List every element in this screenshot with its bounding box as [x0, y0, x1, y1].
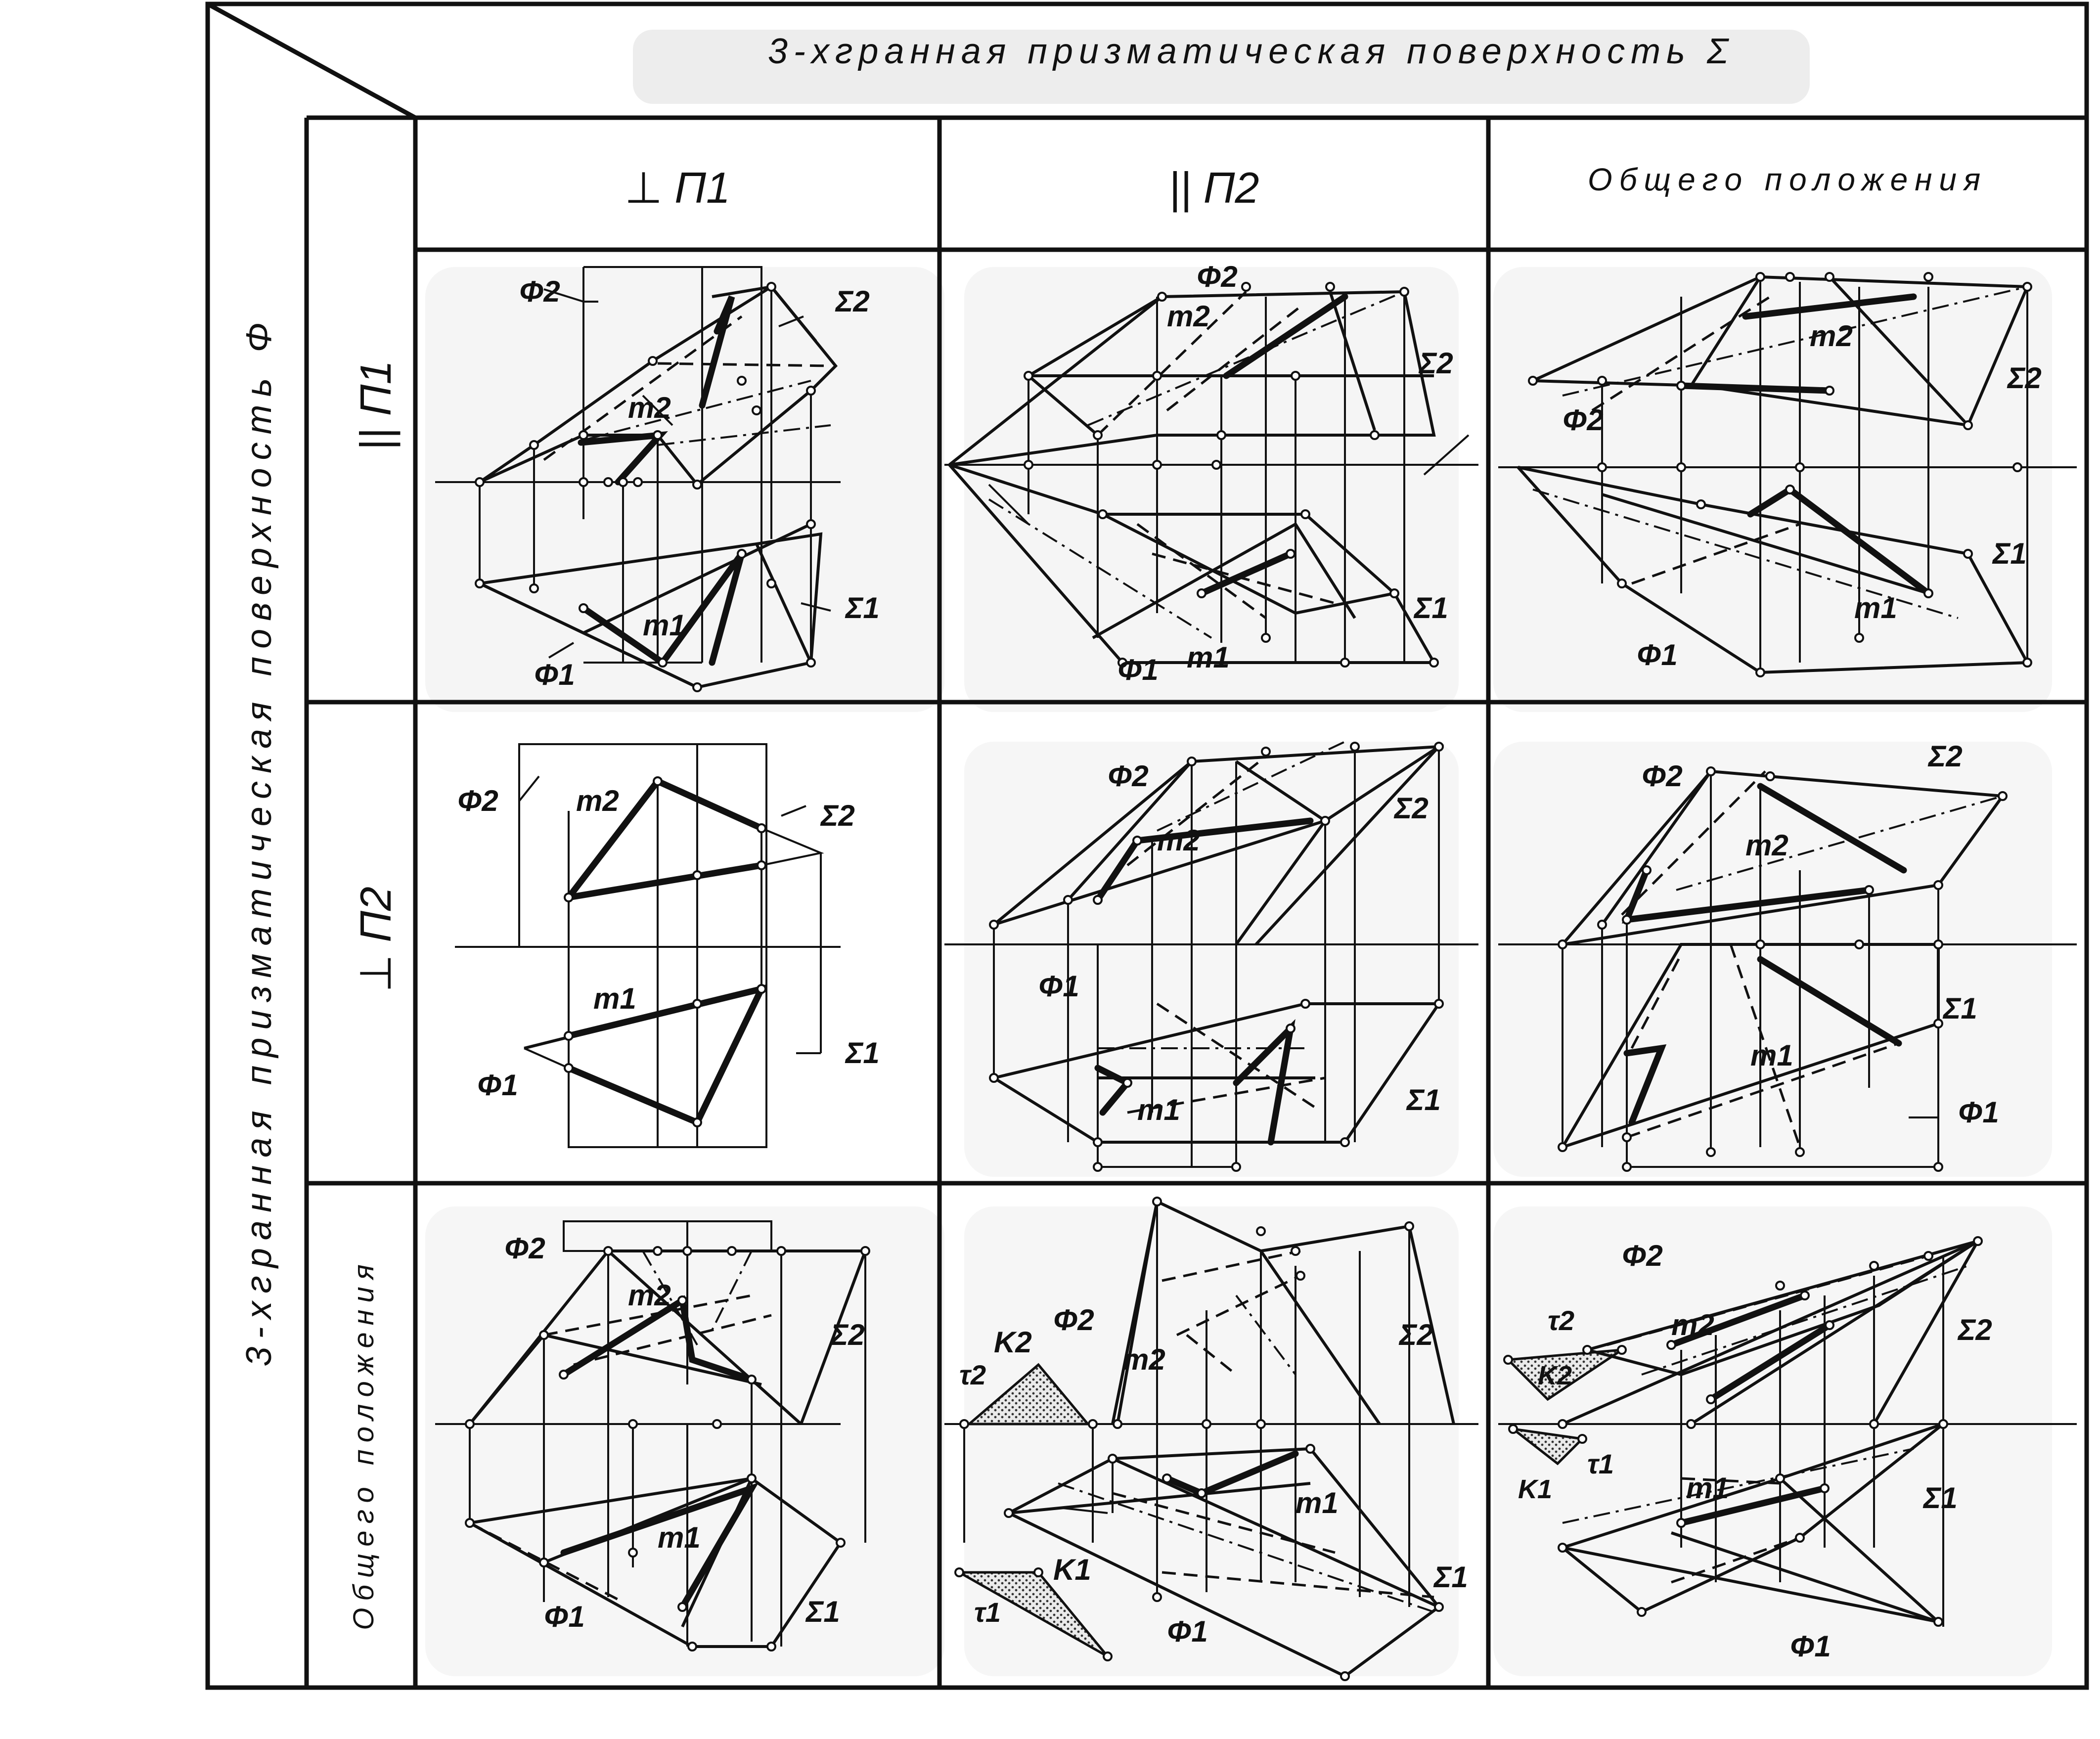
vertex-points — [465, 1246, 870, 1651]
label-sigma2: Σ2 — [2007, 361, 2042, 395]
label-sigma1: Σ1 — [1922, 1481, 1958, 1515]
label-k1: K1 — [1053, 1553, 1091, 1586]
label-tau1: τ1 — [974, 1597, 1001, 1628]
label-m2: m2 — [1745, 829, 1788, 862]
row-header-perp-p2: ⊥ Π2 — [351, 887, 400, 992]
row-header-parallel-p1: || Π1 — [351, 360, 401, 451]
label-phi1: Φ1 — [1790, 1630, 1831, 1663]
label-m1: m1 — [1296, 1486, 1339, 1519]
label-phi2: Φ2 — [1053, 1303, 1094, 1337]
label-sigma2: Σ2 — [820, 799, 855, 832]
plane-tau2 — [966, 1363, 1091, 1426]
label-sigma1: Σ1 — [1406, 1083, 1441, 1116]
cell-r2-c1: K2 τ2 Φ2 m2 Σ2 m1 K1 τ1 Σ1 Φ1 — [944, 1197, 1478, 1681]
label-m2: m2 — [1157, 824, 1200, 857]
cell-r0-c1: Φ2 m2 Σ2 Σ1 m1 Φ1 — [944, 260, 1478, 686]
label-phi1: Φ1 — [544, 1600, 585, 1633]
column-header-perp-p1: ⊥ Π1 — [625, 163, 730, 212]
label-phi2: Φ2 — [504, 1232, 545, 1265]
label-sigma2: Σ2 — [835, 285, 870, 318]
label-sigma2: Σ2 — [1398, 1318, 1433, 1351]
label-tau2: τ2 — [959, 1359, 986, 1390]
label-phi1: Φ1 — [477, 1069, 518, 1102]
label-phi1: Φ1 — [534, 658, 575, 691]
label-phi1: Φ1 — [1958, 1096, 1999, 1129]
label-sigma1: Σ1 — [1413, 591, 1448, 624]
vertex-points — [564, 776, 766, 1127]
label-phi2: Φ2 — [1108, 759, 1149, 793]
label-m2: m2 — [576, 784, 619, 817]
label-m2: m2 — [1810, 319, 1853, 353]
label-m2: m2 — [628, 1279, 671, 1312]
label-phi2: Φ2 — [457, 784, 498, 817]
label-sigma2: Σ2 — [1957, 1313, 1992, 1346]
table-grid — [205, 1, 2089, 1690]
plane-tau1 — [1509, 1427, 1585, 1466]
vertex-points — [1558, 766, 2008, 1172]
label-m1: m1 — [658, 1521, 701, 1554]
label-phi2: Φ2 — [1642, 759, 1683, 793]
vertex-points — [1503, 1236, 1983, 1627]
label-m1: m1 — [1750, 1039, 1793, 1072]
label-phi1: Φ1 — [1637, 638, 1678, 671]
label-phi2: Φ2 — [519, 275, 560, 308]
cell-r2-c2: Φ2 τ2 K2 m2 Σ2 τ1 K1 m1 Σ1 Φ1 — [1498, 1236, 2077, 1663]
label-phi2: Φ2 — [1197, 260, 1238, 293]
label-m1: m1 — [593, 982, 636, 1015]
label-m1: m1 — [1137, 1093, 1180, 1126]
label-phi1: Φ1 — [1038, 970, 1079, 1003]
label-sigma2: Σ2 — [1418, 347, 1453, 380]
label-k2: K2 — [994, 1326, 1032, 1359]
label-m2: m2 — [1671, 1308, 1714, 1341]
plane-tau2 — [1505, 1348, 1623, 1401]
label-sigma1: Σ1 — [1942, 992, 1977, 1025]
label-sigma2: Σ2 — [1393, 792, 1429, 825]
label-tau1: τ1 — [1587, 1448, 1614, 1479]
label-m2: m2 — [628, 391, 671, 424]
table-title: 3-хгранная призматическая поверхность Σ — [768, 32, 1734, 71]
label-m1: m1 — [1686, 1471, 1729, 1505]
label-phi2: Φ2 — [1563, 403, 1604, 437]
label-phi1: Φ1 — [1117, 653, 1159, 686]
cell-r2-c0: Φ2 m2 Σ2 m1 Φ1 Σ1 — [435, 1220, 870, 1651]
row-header-general: Общего положения — [348, 1257, 380, 1630]
label-sigma2: Σ2 — [1927, 740, 1963, 773]
cell-r1-c0: Φ2 m2 Σ2 m1 Σ1 Φ1 — [455, 743, 880, 1148]
label-sigma1: Σ1 — [845, 1036, 880, 1070]
label-sigma1: Σ1 — [805, 1595, 840, 1628]
cell-r0-c2: m2 Σ2 Φ2 Σ1 m1 Φ1 — [1498, 272, 2077, 677]
vertex-points — [475, 282, 816, 692]
vertex-points — [1528, 272, 2032, 677]
column-header-general: Общего положения — [1588, 162, 1987, 197]
label-phi1: Φ1 — [1167, 1615, 1208, 1648]
row-group-title: 3-хгранная призматическая поверхность Φ — [239, 314, 279, 1366]
label-sigma1: Σ1 — [1992, 537, 2027, 570]
label-k2: K2 — [1538, 1361, 1572, 1390]
label-sigma2: Σ2 — [830, 1318, 865, 1351]
label-tau2: τ2 — [1548, 1305, 1574, 1336]
label-sigma1: Σ1 — [845, 591, 880, 624]
cell-r0-c0: Φ2 Σ2 m2 m1 Σ1 Φ1 — [435, 266, 880, 692]
label-m1: m1 — [643, 609, 686, 642]
vertex-points — [954, 1197, 1444, 1681]
label-phi2: Φ2 — [1622, 1239, 1663, 1272]
vertex-points — [989, 742, 1444, 1172]
label-m2: m2 — [1167, 300, 1210, 333]
label-m1: m1 — [1187, 641, 1230, 674]
label-m2: m2 — [1122, 1343, 1165, 1376]
label-sigma1: Σ1 — [1433, 1561, 1468, 1594]
label-k1: K1 — [1518, 1474, 1552, 1504]
label-m1: m1 — [1854, 591, 1897, 624]
vertex-points — [1024, 282, 1439, 668]
cell-r1-c1: Φ2 m2 Σ2 Φ1 m1 Σ1 — [944, 741, 1478, 1172]
plane-tau1 — [954, 1571, 1109, 1658]
cell-r1-c2: Φ2 Σ2 m2 Σ1 m1 Φ1 — [1498, 740, 2077, 1172]
column-header-parallel-p2: || Π2 — [1169, 163, 1259, 213]
